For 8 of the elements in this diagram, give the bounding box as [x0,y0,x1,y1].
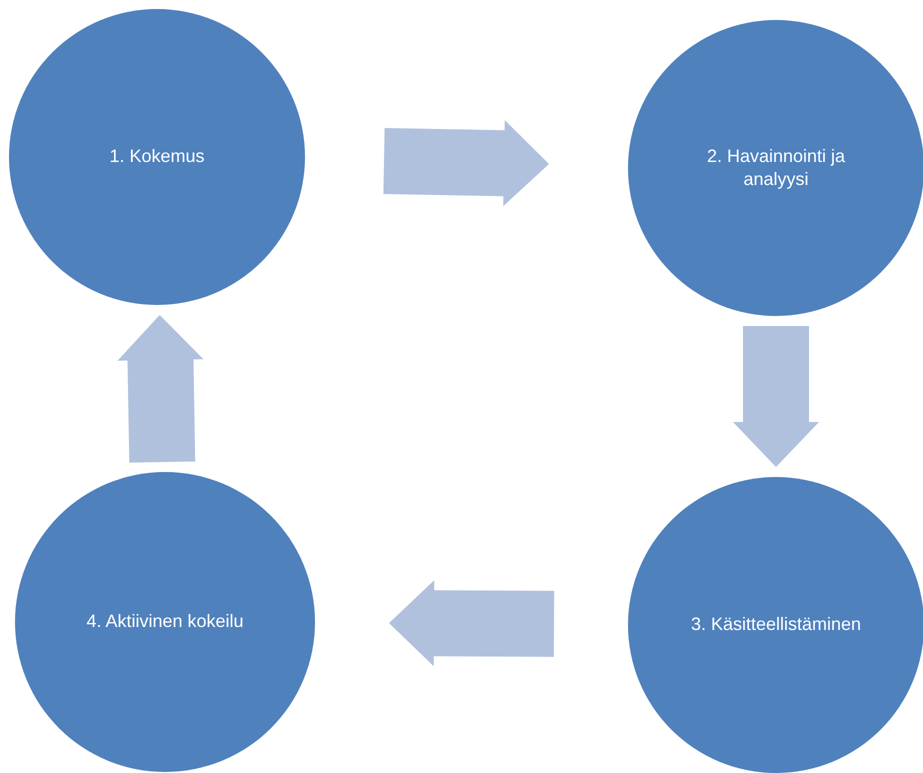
stage-label: 2. Havainnointi ja analyysi [706,144,846,191]
block-arrow [383,120,549,206]
stage-label: 4. Aktiivinen kokeilu [86,610,244,634]
stage-label: 3. Käsitteellistäminen [690,613,862,636]
stage-label: 1. Kokemus [109,145,205,168]
block-arrow [118,315,204,463]
block-arrow [389,580,554,666]
block-arrow [733,326,819,467]
